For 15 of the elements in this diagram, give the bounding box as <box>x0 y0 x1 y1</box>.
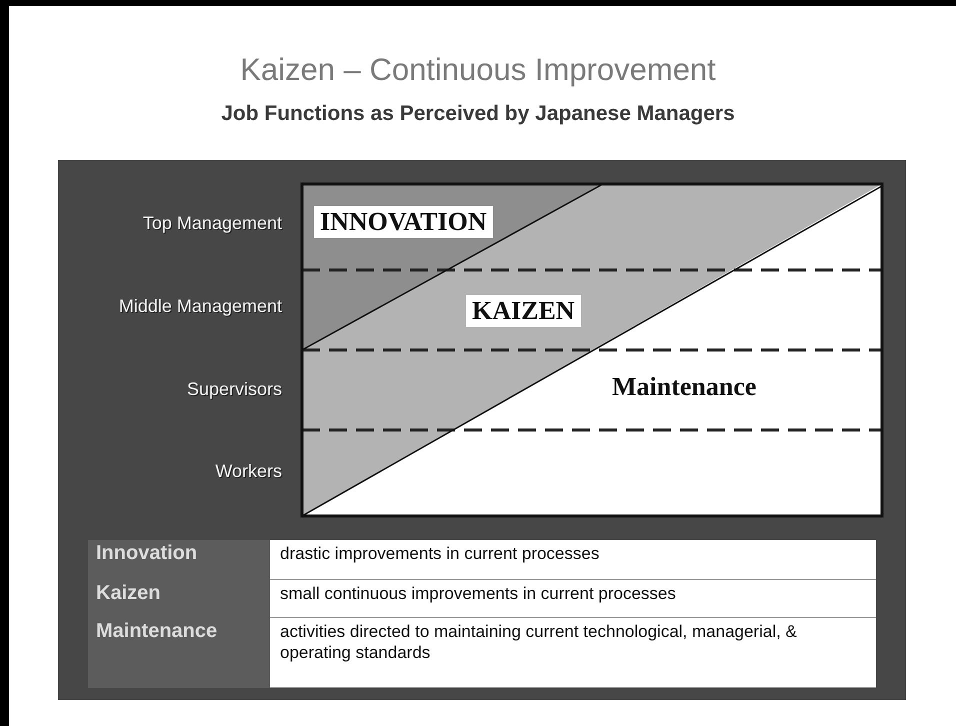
table-header-cell: Innovation <box>88 540 270 580</box>
table-header-cell: Maintenance <box>88 618 270 688</box>
region-label: INNOVATION <box>314 206 493 238</box>
diagram-subtitle: Job Functions as Perceived by Japanese Managers <box>220 102 736 126</box>
row-label: Top Management <box>142 213 282 234</box>
table-cell: activities directed to maintaining current technological, managerial, & operating standards <box>270 618 876 688</box>
table-header-cell: Kaizen <box>88 580 270 618</box>
table-cell: drastic improvements in current processes <box>270 540 876 580</box>
diagram-title: Kaizen – Continuous Improvement <box>239 52 717 88</box>
row-label: Middle Management <box>118 296 282 317</box>
row-label: Workers <box>214 461 282 482</box>
region-label: KAIZEN <box>466 295 581 327</box>
table-cell: small continuous improvements in current processes <box>270 580 876 618</box>
region-label: Maintenance <box>612 372 756 402</box>
row-label: Supervisors <box>186 379 282 400</box>
